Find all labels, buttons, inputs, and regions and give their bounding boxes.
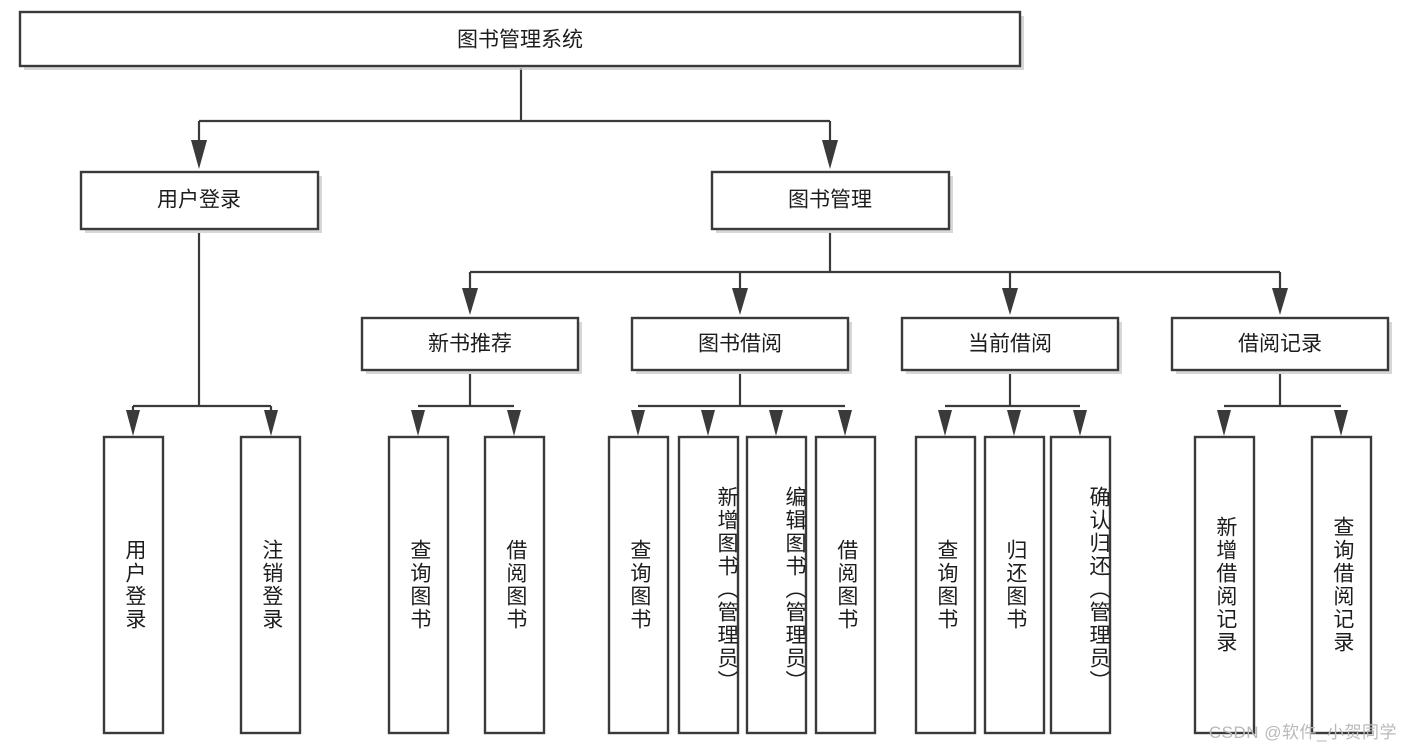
leaf-query-book-1-box[interactable] [387,435,450,735]
book-borrow-label: 图书借阅 [698,333,782,356]
leaf-user-login-box[interactable] [102,435,165,735]
arrow-leaf-confirm-return [1073,410,1087,436]
arrow-borrow-record [1272,288,1288,315]
book-manage-label: 图书管理 [788,189,872,212]
leaf-borrow-book-2-box[interactable] [814,435,877,735]
arrow-leaf-add-record [1217,410,1231,436]
user-login-label: 用户登录 [157,189,241,212]
arrow-leaf-query-record [1334,410,1348,436]
leaf-add-book-box[interactable] [677,435,740,735]
leaf-add-record-box[interactable] [1193,435,1256,735]
new-book-recommend-label: 新书推荐 [428,333,512,356]
arrow-leaf-borrow-book-2 [838,410,852,436]
new-book-recommend-box[interactable] [360,316,580,372]
leaf-edit-book-box[interactable] [745,435,808,735]
edge-layer [126,68,1348,436]
arrow-leaf-edit-book [769,410,783,436]
arrow-leaf-user-logout [264,410,278,436]
leaf-confirm-return-box[interactable] [1049,435,1112,735]
node-new-book-recommend[interactable]: 新书推荐 [360,316,582,374]
arrow-leaf-borrow-book-1 [507,410,521,436]
arrow-book-manage [822,140,838,169]
node-current-borrow[interactable]: 当前借阅 [900,316,1122,374]
node-borrow-record[interactable]: 借阅记录 [1170,316,1392,374]
arrow-leaf-return-book [1007,410,1021,436]
root-box[interactable] [18,10,1022,68]
book-borrow-box[interactable] [630,316,850,372]
leaf-query-book-3-box[interactable] [914,435,977,735]
book-manage-box[interactable] [710,170,951,231]
borrow-record-label: 借阅记录 [1238,333,1322,356]
node-book-borrow[interactable]: 图书借阅 [630,316,852,374]
node-book-manage[interactable]: 图书管理 [710,170,953,233]
arrow-leaf-query-book-3 [938,410,952,436]
current-borrow-box[interactable] [900,316,1120,372]
csdn-watermark: CSDN @软件_小贺同学 [1208,723,1397,742]
arrow-new-book-recommend [462,288,478,315]
arrow-leaf-add-book [701,410,715,436]
arrow-user-login [191,140,207,169]
arrow-leaf-query-book-1 [411,410,425,436]
leaf-box-layer [102,435,1373,735]
leaf-query-record-box[interactable] [1310,435,1373,735]
user-login-box[interactable] [79,170,320,231]
root-label: 图书管理系统 [457,29,583,52]
borrow-record-box[interactable] [1170,316,1390,372]
arrow-current-borrow [1002,288,1018,315]
arrow-leaf-query-book-2 [631,410,645,436]
node-user-login[interactable]: 用户登录 [79,170,322,233]
arrow-leaf-user-login [126,410,140,436]
leaf-borrow-book-1-box[interactable] [483,435,546,735]
node-root[interactable]: 图书管理系统 [18,10,1024,70]
leaf-user-logout-box[interactable] [239,435,302,735]
arrow-book-borrow [732,288,748,315]
leaf-query-book-2-box[interactable] [607,435,670,735]
current-borrow-label: 当前借阅 [968,333,1052,356]
leaf-return-book-box[interactable] [983,435,1046,735]
